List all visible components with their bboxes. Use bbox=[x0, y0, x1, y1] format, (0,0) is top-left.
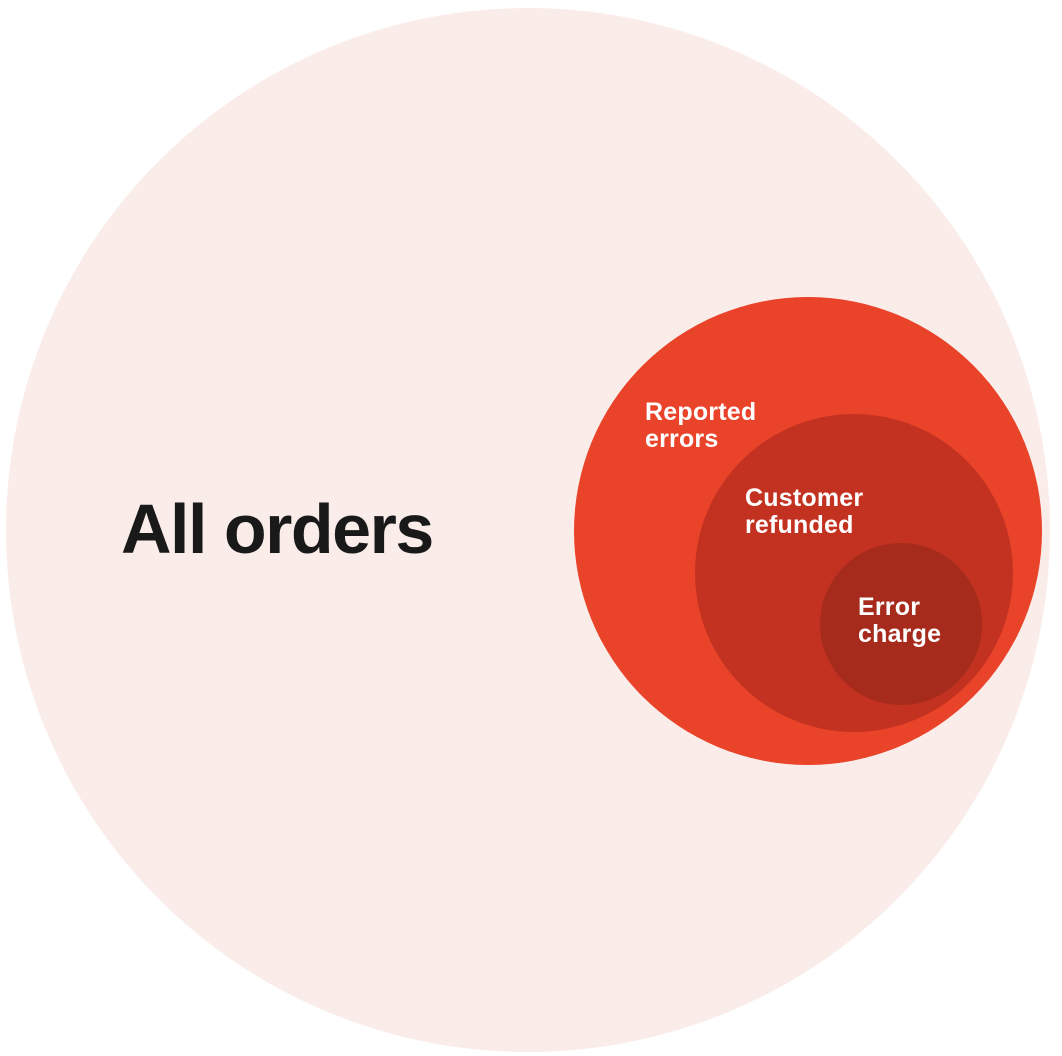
all-orders-circle bbox=[6, 8, 1050, 1052]
reported-errors-label: Reported errors bbox=[645, 398, 764, 453]
customer-refunded-label-line1: Customer bbox=[745, 484, 863, 512]
reported-errors-label-line1: Reported bbox=[645, 398, 756, 426]
reported-errors-label-line2: errors bbox=[645, 425, 718, 453]
error-charge-label-line2: charge bbox=[858, 620, 941, 648]
customer-refunded-label-line2: refunded bbox=[745, 511, 854, 539]
error-charge-label: Error charge bbox=[858, 593, 941, 648]
customer-refunded-label: Customer refunded bbox=[745, 484, 870, 539]
all-orders-label: All orders bbox=[121, 490, 433, 568]
error-charge-label-line1: Error bbox=[858, 593, 920, 621]
error-charge-circle bbox=[820, 543, 982, 705]
